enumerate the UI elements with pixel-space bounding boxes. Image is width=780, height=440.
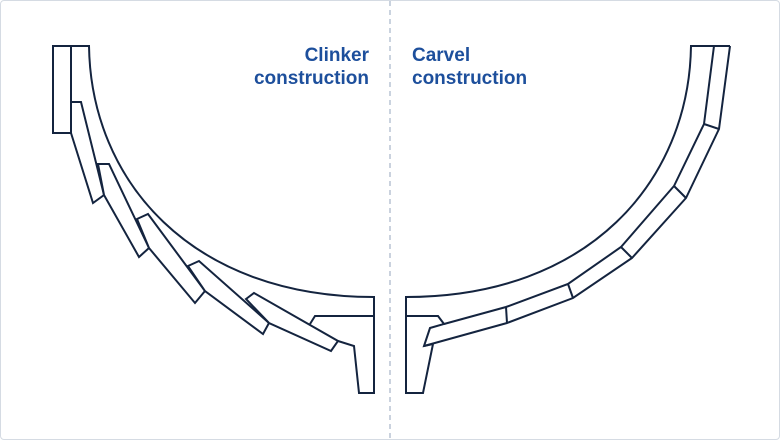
carvel-seam <box>673 185 687 199</box>
carvel-garboard <box>406 315 446 348</box>
clinker-section <box>52 45 375 394</box>
carvel-frame <box>405 45 714 394</box>
clinker-plank <box>186 259 271 336</box>
clinker-title: Clinker construction <box>254 44 369 90</box>
clinker-plank <box>70 101 106 205</box>
clinker-keel-line <box>309 315 374 325</box>
carvel-seam <box>620 246 633 259</box>
carvel-title: Carvel construction <box>412 44 527 90</box>
clinker-title-line1: Clinker <box>304 45 369 66</box>
carvel-seam <box>505 306 508 324</box>
clinker-frame <box>71 45 375 394</box>
carvel-seam <box>567 283 574 299</box>
clinker-title-line2: construction <box>253 68 369 89</box>
clinker-plank <box>244 291 340 353</box>
carvel-section <box>405 45 731 394</box>
clinker-plank <box>96 163 151 259</box>
carvel-seam <box>703 123 720 130</box>
clinker-plank <box>135 212 207 305</box>
clinker-sheer-strake <box>52 45 72 134</box>
carvel-title-line1: Carvel <box>412 45 471 66</box>
carvel-title-line2: construction <box>412 68 528 89</box>
